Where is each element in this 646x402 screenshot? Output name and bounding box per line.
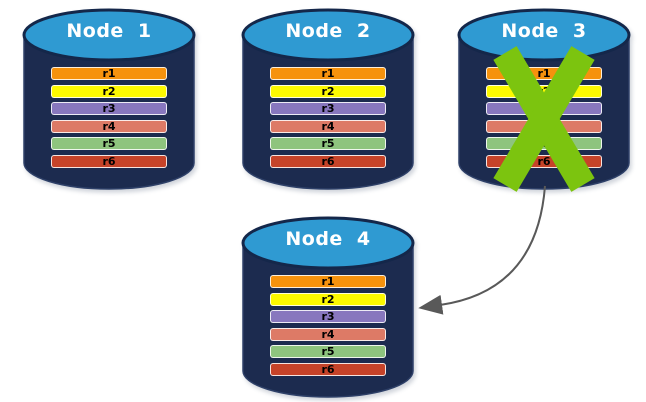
- replica-bar-r2: r2: [51, 84, 167, 98]
- replica-label: r6: [321, 154, 335, 168]
- cylinder-top: [457, 8, 631, 62]
- replica-bar-r5: r5: [270, 345, 386, 358]
- replica-label: r2: [321, 292, 335, 306]
- replica-bar-r1: r1: [270, 67, 386, 80]
- arrow-path: [418, 185, 546, 315]
- cylinder-top: [22, 8, 196, 62]
- replica-bar-r6: r6: [270, 362, 386, 376]
- replica-label: r6: [102, 154, 116, 168]
- node-4-replicas: r1 r2 r3 r4 r5 r6: [270, 275, 386, 380]
- replica-label: r1: [102, 67, 116, 80]
- node-2: Node 2 r1 r2 r3 r4 r5 r6: [240, 6, 416, 192]
- replica-bar-r3: r3: [270, 310, 386, 323]
- replica-label: r3: [321, 102, 335, 115]
- replica-bar-r6: r6: [51, 154, 167, 168]
- replica-label: r4: [321, 119, 335, 133]
- replica-bar-r2: r2: [270, 292, 386, 306]
- node-1-label: Node 1: [66, 20, 152, 42]
- replica-label: r2: [321, 84, 335, 98]
- node-4: Node 4 r1 r2 r3 r4 r5 r6: [240, 214, 416, 400]
- replica-label: r1: [537, 67, 551, 80]
- replica-label: r2: [102, 84, 116, 98]
- replica-bar-r2: r2: [270, 84, 386, 98]
- replica-label: r3: [102, 102, 116, 115]
- replica-bar-r1: r1: [270, 275, 386, 288]
- node-1: Node 1 r1 r2 r3 r4 r5 r6: [21, 6, 197, 192]
- replica-label: r2: [537, 84, 551, 98]
- replica-bar-r1: r1: [51, 67, 167, 80]
- replica-bar-r6: r6: [270, 154, 386, 168]
- replica-bar-r4: r4: [51, 119, 167, 133]
- replica-label: r1: [321, 67, 335, 80]
- replica-bar-r4: r4: [270, 327, 386, 341]
- replica-bar-r4: r4: [270, 119, 386, 133]
- replica-bar-r3: r3: [51, 102, 167, 115]
- replication-arrow: [418, 185, 546, 315]
- replica-label: r5: [102, 137, 116, 150]
- replica-bar-r3: r3: [270, 102, 386, 115]
- replica-label: r4: [102, 119, 116, 133]
- node-2-label: Node 2: [285, 20, 371, 42]
- replica-bar-r5: r5: [51, 137, 167, 150]
- replica-label: r3: [321, 310, 335, 323]
- node-1-replicas: r1 r2 r3 r4 r5 r6: [51, 67, 167, 172]
- replica-label: r1: [321, 275, 335, 288]
- replica-label: r5: [321, 137, 335, 150]
- cylinder-top: [241, 216, 415, 270]
- x-stroke: [493, 46, 595, 192]
- node-4-label: Node 4: [285, 228, 371, 250]
- replica-label: r4: [321, 327, 335, 341]
- cylinder-top: [241, 8, 415, 62]
- failure-x-icon: [493, 46, 595, 192]
- node-3-label: Node 3: [501, 20, 587, 42]
- replica-bar-r5: r5: [270, 137, 386, 150]
- replica-label: r6: [537, 154, 551, 168]
- replica-label: r5: [321, 345, 335, 358]
- replica-label: r6: [321, 362, 335, 376]
- node-2-replicas: r1 r2 r3 r4 r5 r6: [270, 67, 386, 172]
